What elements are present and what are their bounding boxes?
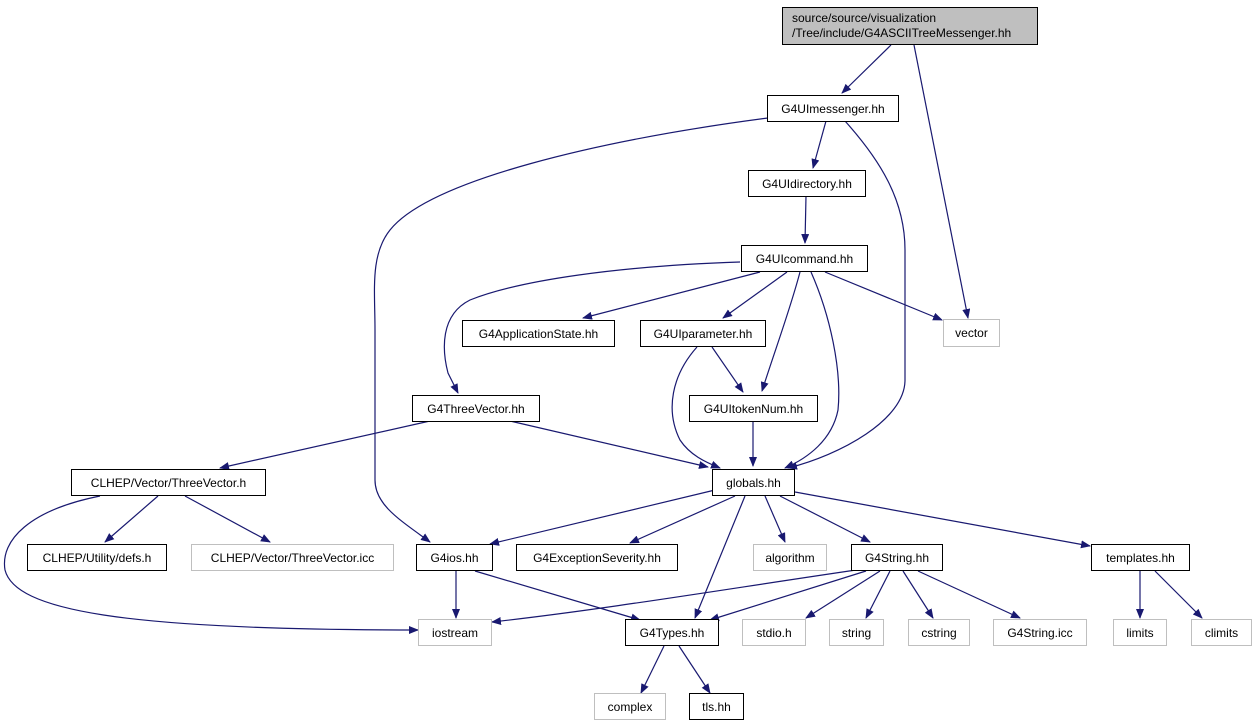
node-templates[interactable]: templates.hh [1091,544,1190,571]
edge-g4string-icc [917,570,1021,619]
node-iostream: iostream [418,619,492,646]
root-file-node[interactable]: source/source/visualization /Tree/includ… [782,7,1038,45]
edge-threevector-globals [509,420,709,469]
edge-templates-climits [1154,570,1203,619]
node-complex: complex [594,693,666,720]
edge-uimessenger-globals [787,120,906,470]
node-algorithm: algorithm [753,544,827,571]
node-string: string [829,619,884,646]
node-cstring: cstring [908,619,970,646]
edge-globals-g4string [779,495,871,543]
edge-uiparameter-globals [671,346,721,469]
edge-g4types-complex [640,645,665,694]
edge-g4string-iostream [491,569,857,625]
edge-globals-g4ios [489,489,716,546]
edge-clhep-iostream [3,495,419,634]
node-g4types[interactable]: G4Types.hh [625,619,719,646]
edge-uimessenger-g4ios [373,117,769,543]
node-globals[interactable]: globals.hh [712,469,795,496]
node-g4string-icc: G4String.icc [993,619,1087,646]
edge-g4string-cstring [902,570,934,619]
edge-uimessenger-uidirectory [811,120,827,169]
node-g4uiparameter[interactable]: G4UIparameter.hh [640,320,766,347]
root-file-path-line1: source/source/visualization [792,11,937,25]
node-stdio: stdio.h [742,619,806,646]
edge-globals-algorithm [764,495,786,543]
edge-g4string-string [865,570,891,619]
edge-g4types-tls [678,645,711,694]
node-g4uitokennum[interactable]: G4UItokenNum.hh [689,395,818,422]
edge-threevector-clhep [219,420,431,470]
edge-uiparameter-tokennum [711,346,744,393]
edge-g4string-stdio [805,570,881,619]
node-limits: limits [1113,619,1167,646]
edge-g4string-g4types [709,570,867,622]
node-g4uimessenger[interactable]: G4UImessenger.hh [767,95,899,122]
node-g4uicommand[interactable]: G4UIcommand.hh [741,245,868,272]
edge-clhep-icc [184,495,271,543]
edge-root-vector [913,44,971,319]
node-clhep-defs[interactable]: CLHEP/Utility/defs.h [27,544,167,571]
edge-globals-exception [629,495,736,544]
node-g4applicationstate[interactable]: G4ApplicationState.hh [462,320,615,347]
edge-uicommand-threevector [443,261,741,394]
node-g4threevector[interactable]: G4ThreeVector.hh [412,395,540,422]
node-vector: vector [943,319,1000,347]
node-clhep-threevector-h[interactable]: CLHEP/Vector/ThreeVector.h [71,469,266,496]
edge-globals-g4types [694,495,746,619]
root-file-path-line2: /Tree/include/G4ASCIITreeMessenger.hh [792,26,1012,40]
edge-uicommand-appstate [582,271,761,320]
edge-uicommand-uiparameter [722,271,788,319]
node-g4uidirectory[interactable]: G4UIdirectory.hh [748,170,866,197]
edge-globals-templates [794,491,1091,549]
node-clhep-threevector-icc: CLHEP/Vector/ThreeVector.icc [191,544,394,571]
node-climits: climits [1191,619,1252,646]
node-g4string[interactable]: G4String.hh [851,544,943,571]
node-g4ios[interactable]: G4ios.hh [416,544,493,571]
edge-g4ios-g4types [474,570,641,622]
edge-uicommand-vector [824,271,943,321]
edge-clhep-defs [104,495,159,543]
node-tls[interactable]: tls.hh [689,693,744,720]
edge-uicommand-tokennum [760,271,801,392]
edge-uicommand-globals [784,271,840,469]
edge-uidirectory-uicommand [801,195,810,244]
node-g4exceptionseverity[interactable]: G4ExceptionSeverity.hh [516,544,678,571]
edge-root-uimessenger [841,44,892,94]
